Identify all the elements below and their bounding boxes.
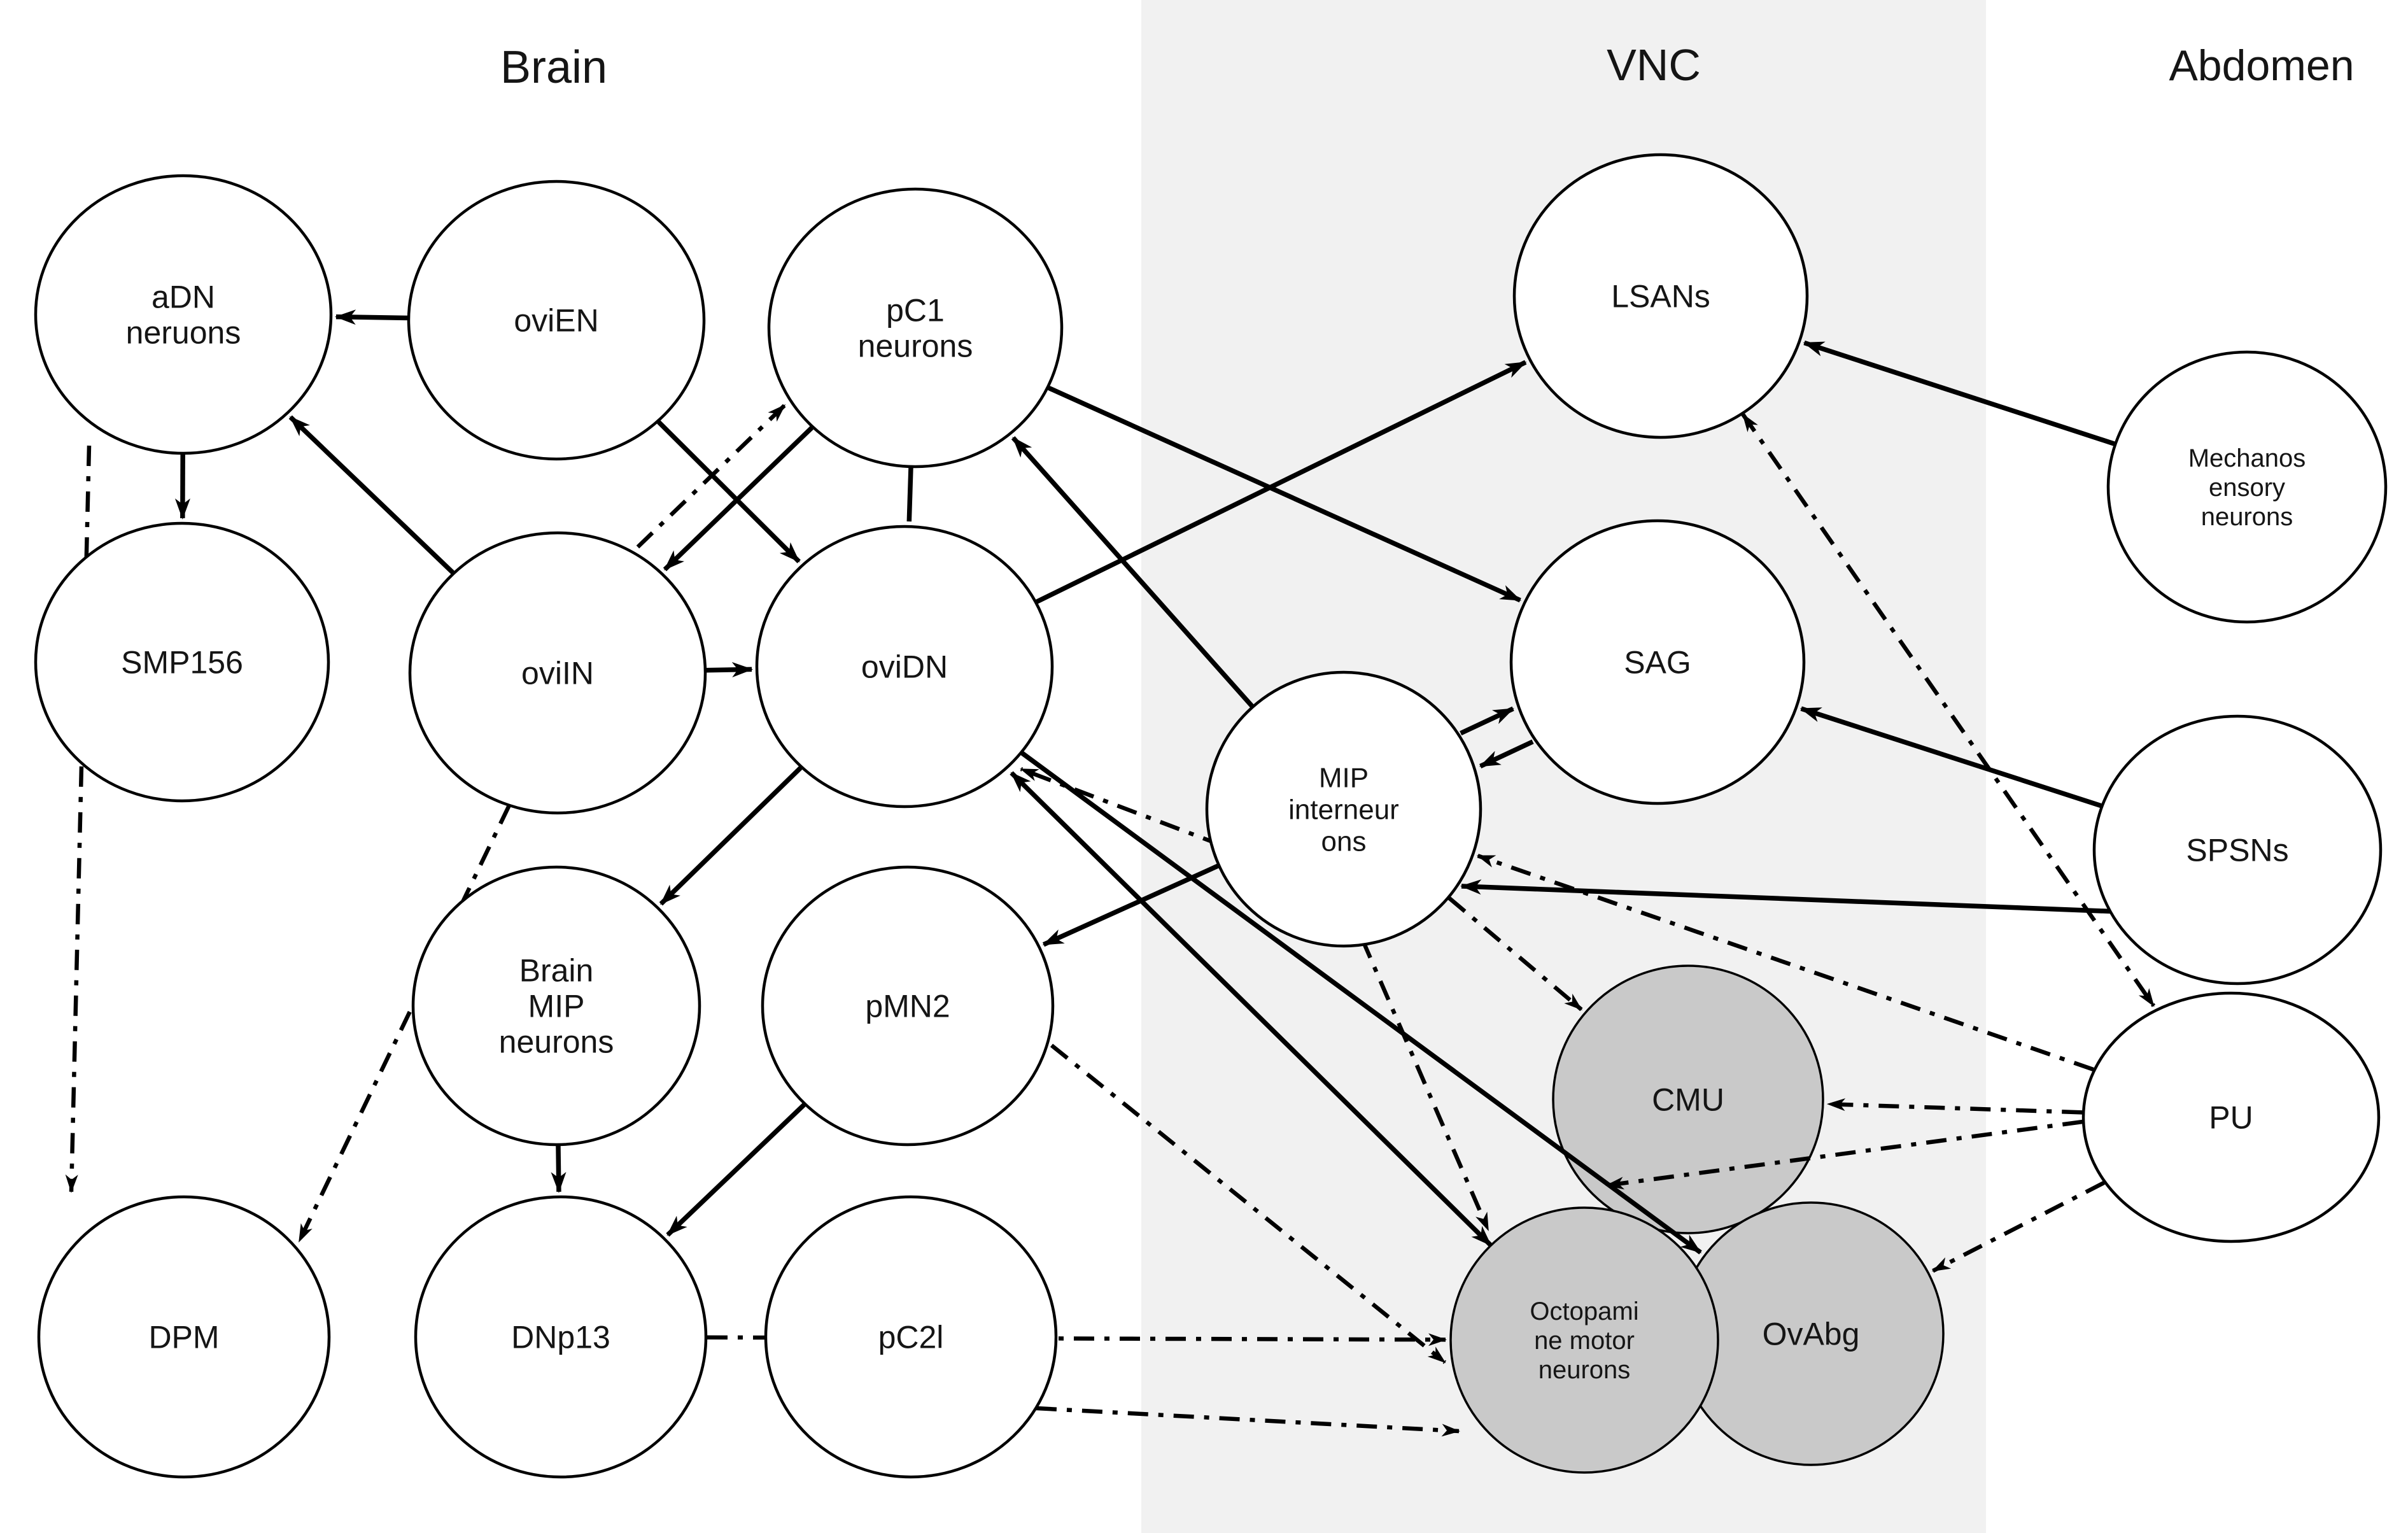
node-DPM <box>37 1195 331 1479</box>
edge-pMN2-Octo <box>1050 1043 1447 1364</box>
label-pC2l: pC2l <box>878 1320 944 1355</box>
label-LSANs: LSANs <box>1611 279 1710 314</box>
node-oviEN <box>407 180 706 461</box>
node-aDN <box>34 174 333 455</box>
node-PU <box>2081 991 2381 1243</box>
node-pC1 <box>767 187 1064 469</box>
label-pMN2: pMN2 <box>865 989 950 1024</box>
edge-MIP-CMU <box>1447 896 1583 1012</box>
label-PU: PU <box>2209 1100 2253 1136</box>
edge-MIP-oviDN <box>1020 766 1223 848</box>
node-pC2l <box>764 1195 1058 1479</box>
label-SPSNs: SPSNs <box>2186 833 2288 868</box>
label-oviIN: oviIN <box>521 656 594 691</box>
node-oviIN <box>408 531 707 815</box>
node-BrainMIP <box>411 865 701 1147</box>
label-SAG: SAG <box>1624 645 1691 681</box>
label-DPM: DPM <box>148 1320 219 1355</box>
edge-MIP-SAG <box>1460 706 1514 736</box>
node-pMN2 <box>761 865 1055 1147</box>
node-SAG <box>1509 519 1806 805</box>
edge-oviDN-LSANs <box>1036 360 1527 604</box>
node-MIP <box>1205 670 1482 948</box>
edge-PU-CMU <box>1826 1098 2083 1115</box>
edge-oviIN-aDN <box>288 415 454 575</box>
label-oviEN: oviEN <box>514 303 598 339</box>
label-DNp13: DNp13 <box>511 1320 610 1355</box>
edge-PU-Octo <box>1605 1119 2083 1190</box>
node-Mechano <box>2106 350 2388 624</box>
edge-pC2l-Octo <box>1036 1406 1460 1437</box>
edge-pC1-oviIN <box>663 426 813 572</box>
brain-region-title: Brain <box>500 42 607 93</box>
node-oviDN <box>755 525 1054 809</box>
edge-pMN2-DNp13 <box>666 1103 806 1237</box>
edge-Octo-oviDN <box>1010 771 1493 1247</box>
edge-pC1-oviDN <box>906 467 913 522</box>
node-LSANs <box>1512 153 1809 439</box>
node-SPSNs <box>2092 714 2383 986</box>
edge-PU-OvAbg <box>1931 1180 2105 1273</box>
vnc-region-title: VNC <box>1607 40 1701 90</box>
label-CMU: CMU <box>1652 1082 1724 1118</box>
edge-BrainMIP-DNp13 <box>551 1145 567 1194</box>
edge-oviEN-oviDN <box>657 420 801 563</box>
node-SMP156 <box>34 521 330 803</box>
edge-LSANs-PU <box>1741 413 2156 1007</box>
edge-MIP-Octo <box>1360 938 1490 1231</box>
label-OvAbg: OvAbg <box>1763 1317 1860 1352</box>
node-Octo <box>1449 1206 1719 1474</box>
label-oviDN: oviDN <box>861 649 948 685</box>
edge-oviIN-DPM <box>297 804 511 1243</box>
edge-oviEN-aDN <box>334 309 408 325</box>
edge-oviDN-BrainMIP <box>659 766 803 906</box>
edge-MIP-pC1 <box>1011 436 1254 708</box>
edge-oviIN-oviDN <box>706 661 754 677</box>
node-DNp13 <box>414 1195 708 1479</box>
label-SMP156: SMP156 <box>121 645 243 681</box>
edge-pC1-SAG <box>1048 385 1522 603</box>
edge-oviIN-pC1 <box>636 404 787 549</box>
edge-SAG-MIP <box>1479 739 1534 768</box>
abdomen-region-title: Abdomen <box>2169 41 2354 90</box>
